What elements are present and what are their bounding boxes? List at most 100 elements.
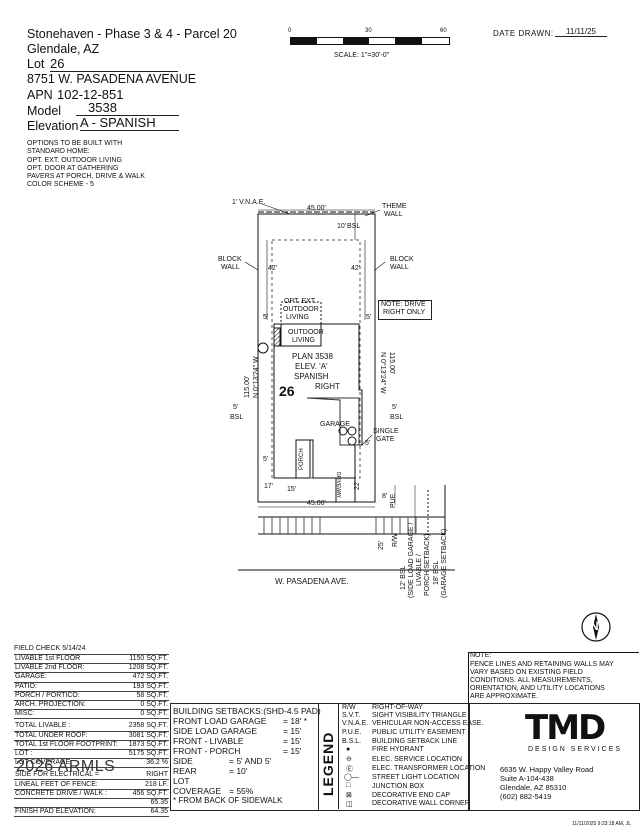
elevation-value: A - SPANISH [80,116,179,131]
dim-5: 5' [263,456,269,463]
setbacks-title: BUILDING SETBACKS:(SHD-4.5 PAD) [173,706,321,716]
table-row: TOTAL 1st FLOOR FOOTPRINT:1873 SQ.FT. [14,740,169,750]
lot-label: Lot [27,57,45,71]
legend-item: STREET LIGHT LOCATION [372,774,460,781]
table-row: LOT :5175 SQ.FT. [14,749,169,760]
legend-item: DECORATIVE END CAP [372,792,451,799]
driveway-label: DRIVEWAY [335,472,341,499]
left-bearing: N 0°13'24" W [253,356,260,398]
pue-label: PUE [390,493,397,508]
lot-boundary [257,213,376,503]
company-logo: TMD [525,708,606,748]
legend-item: SIGHT VISIBILITY TRIANGLE [372,712,467,719]
bottom-dimension: 45.00' [307,500,326,507]
dim-15: 15' [287,486,297,493]
bsl12-note: LIVABLE / [416,554,423,586]
company-tagline: DESIGN SERVICES [528,746,623,753]
note-title: NOTE: [470,652,492,659]
project-name: Stonehaven - Phase 3 & 4 - Parcel 20 [27,27,237,41]
note-line: ARE APPROXIMATE. [470,693,538,700]
street-name: W. PASADENA AVE. [275,577,349,586]
table-row: GARAGE:472 SQ.FT. [14,672,169,683]
legend-item: DECORATIVE WALL CORNER [372,800,470,807]
model-label: Model [27,104,62,118]
bsl-right: BSL [390,414,404,421]
table-row: LIVABLE 2nd FLOOR:1208 SQ.FT. [14,663,169,674]
scale-tick: 60 [440,28,447,34]
legend-item: VEHICULAR NON-ACCESS EASE. [372,720,484,727]
elec-service-icon: ⊖ [346,756,352,763]
left-dimension: 115.00' [244,375,251,398]
outdoor-label: OUTDOOR [288,329,324,336]
scale-tick: 30 [365,28,372,34]
plan-style: SPANISH [294,372,329,381]
single-gate2: GATE [376,436,395,443]
street-light-icon: ◯— [344,774,359,781]
house-footprint [273,323,363,479]
top-dimension: 45.00' [307,205,326,212]
opt-ext-label: OPT. EXT. [284,298,317,305]
living-label: LIVING [292,337,315,344]
single-gate: SINGLE [373,428,399,435]
table-row: CONCRETE DRIVE / WALK :456 SQ.FT. [14,789,169,799]
note-box [468,652,639,705]
right-dimension: 115.00' [388,352,395,375]
block-wall-right2: WALL [390,264,409,271]
elevation-label: Elevation [27,119,79,133]
options-title: OPTIONS TO BE BUILT WITH [27,140,123,147]
options-item: OPT. DOOR AT GATHERING [27,165,119,172]
note-line: ORIENTATION, AND UTILITY LOCATIONS [470,685,605,692]
block-wall-left: BLOCK [218,256,242,263]
transformer-icon: Ⓔ [346,766,353,773]
dim-5: 5' [365,440,371,447]
scale-bar [290,37,450,45]
legend-item: ELEC. SERVICE LOCATION [372,756,462,763]
dim-22: 22' [354,480,361,490]
north-label: N [590,619,599,633]
bsl-right-dim: 5' [392,404,398,411]
legend-abbr: S.V.T. [342,712,361,719]
table-row: TOTAL UNDER ROOF:3081 SQ.FT. [14,731,169,741]
scale-label: SCALE: 1"=30'-0" [334,52,390,59]
theme-wall-label2: WALL [384,211,403,218]
dim-8: 8' [382,493,388,500]
plan-orientation: RIGHT [315,382,340,391]
field-check-title: FIELD CHECK 5/14/24 [14,645,169,655]
bsl18-note: (GARAGE SETBACK) [441,528,448,598]
lot-value: 26 [50,57,178,72]
legend-item: JUNCTION BOX [372,783,425,790]
setback-line [271,239,361,479]
legend-abbr: R/W [342,704,356,711]
note-line: VARY BASED ON EXISTING FIELD [470,669,583,676]
table-row: SIDE FOR ELECTRICAL =RIGHT [14,771,169,781]
wall-corner-icon: ◫ [346,801,353,808]
opt-ext-label3: LIVING [286,314,309,321]
block-wall-left2: WALL [221,264,240,271]
bsl12-note: (SIDE LOAD GARAGE / [408,522,415,598]
table-row: 65.35 [14,798,169,809]
bsl-left-dim: 5' [233,404,239,411]
dim-42-left: 42' [268,265,278,272]
date-value: 11/11/25 [555,27,607,37]
company-address: Suite A-104-438 [500,774,554,783]
table-row: PATIO:193 SQ.FT. [14,682,169,692]
block-wall-right: BLOCK [390,256,414,263]
plan-elevation: ELEV. 'A' [295,362,328,371]
table-row: PORCH / PORTICO:58 SQ.FT. [14,691,169,701]
right-bearing: N 0°13'24" W [379,352,386,394]
options-item: PAVERS AT PORCH, DRIVE & WALK [27,173,145,180]
plan-name: PLAN 3538 [292,352,333,361]
row-label: R/W [392,533,399,547]
dim-17: 17' [264,483,274,490]
table-row: MISC:0 SQ.FT. [14,709,169,720]
bsl-left: BSL [230,414,244,421]
dim-42-right: 42' [351,265,361,272]
company-address: 6635 W. Happy Valley Road [500,765,594,774]
options-title2: STANDARD HOME: [27,148,90,155]
note-line: CONDITIONS. ALL MEASUREMENTS, [470,677,593,684]
legend-abbr: P.U.E. [342,729,362,736]
rear-bsl: BSL [347,223,361,230]
